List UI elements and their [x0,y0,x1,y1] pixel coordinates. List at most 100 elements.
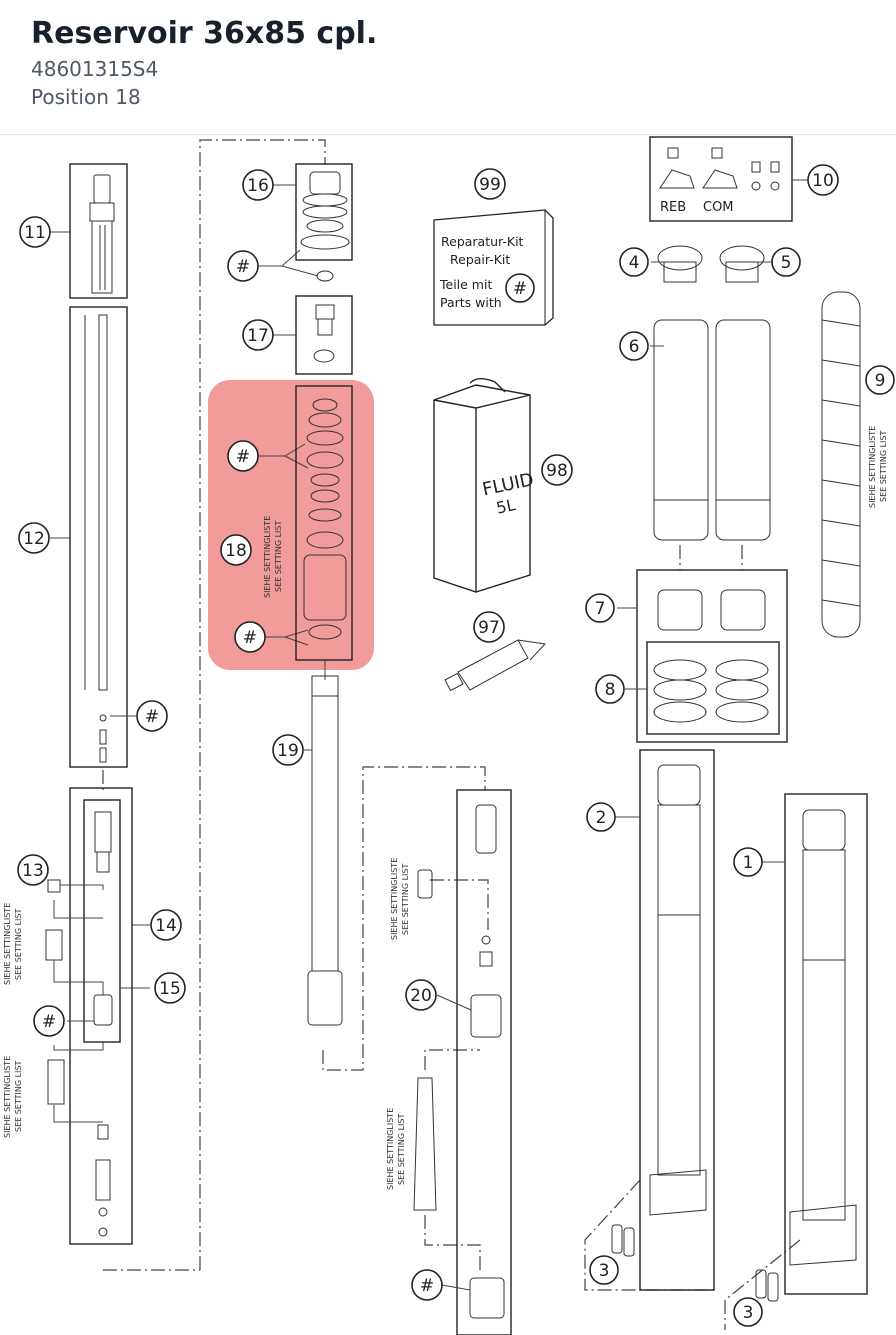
svg-text:5: 5 [781,253,792,273]
callout-hash-2[interactable]: # [227,440,259,472]
setting-note-en-9: SEE SETTING LIST [879,431,888,502]
callout-7[interactable]: 7 [585,593,615,623]
base-valve-20 [413,804,505,1319]
svg-text:7: 7 [595,599,606,619]
kit-line-2: Repair-Kit [450,252,510,267]
kit-hash-callout: # [505,273,535,303]
callout-hash-4[interactable]: # [136,700,168,732]
callout-13[interactable]: 13 [17,854,49,886]
callout-3b[interactable]: 3 [733,1297,763,1327]
callout-hash-5[interactable]: # [33,1005,65,1037]
outer-tubes-6 [653,319,771,541]
page-header: Reservoir 36x85 cpl. 48601315S4 Position… [0,0,896,135]
setting-note-de-13: SIEHE SETTINGLISTE [3,903,12,985]
setting-note-de-20a: SIEHE SETTINGLISTE [390,858,399,940]
callout-18[interactable]: 18 [220,534,252,566]
svg-text:2: 2 [596,808,607,828]
top-cap-16 [300,171,350,282]
callout-12[interactable]: 12 [18,522,50,554]
callout-99[interactable]: 99 [474,168,506,200]
svg-text:99: 99 [479,175,501,195]
callout-3a[interactable]: 3 [589,1255,619,1285]
inner-tube-2 [611,764,707,1257]
svg-text:8: 8 [605,680,616,700]
svg-text:14: 14 [155,916,177,936]
svg-text:11: 11 [24,223,46,243]
svg-text:1: 1 [743,853,754,873]
svg-text:#: # [236,447,250,467]
fork-tube-19 [307,675,343,1026]
setting-note-de-15: SIEHE SETTINGLISTE [3,1056,12,1138]
callout-8[interactable]: 8 [595,674,625,704]
svg-text:97: 97 [478,618,500,638]
svg-text:3: 3 [599,1261,610,1281]
kit-line-4: Parts with [440,295,502,310]
callout-5[interactable]: 5 [771,247,801,277]
svg-text:19: 19 [277,741,299,761]
svg-text:#: # [420,1276,434,1296]
svg-text:4: 4 [629,253,640,273]
setting-note-en-15: SEE SETTING LIST [14,1061,23,1132]
callout-9[interactable]: 9 [865,365,895,395]
callout-98[interactable]: 98 [541,454,573,486]
svg-text:#: # [513,279,527,299]
svg-text:9: 9 [875,371,886,391]
callout-17[interactable]: 17 [242,319,274,351]
label-com: COM [703,200,734,215]
callout-97[interactable]: 97 [473,611,505,643]
callout-hash-1[interactable]: # [227,250,259,282]
reservoir-18 [303,398,347,640]
setting-note-en-13: SEE SETTING LIST [14,909,23,980]
part-position: Position 18 [31,85,141,109]
kit-line-1: Reparatur-Kit [441,234,524,249]
callout-4[interactable]: 4 [619,247,649,277]
setting-note-de-20b: SIEHE SETTINGLISTE [386,1108,395,1190]
adjusters-10 [659,147,780,191]
part-title: Reservoir 36x85 cpl. [31,16,378,51]
callout-16[interactable]: 16 [242,169,274,201]
setting-note-en-20b: SEE SETTING LIST [397,1114,406,1185]
kit-line-3: Teile mit [439,277,492,292]
svg-text:10: 10 [812,171,834,191]
setting-note-en-18: SEE SETTING LIST [274,521,283,592]
label-reb: REB [660,200,686,215]
callout-19[interactable]: 19 [272,734,304,766]
grease-tube [444,639,547,692]
fork-spring-9 [821,291,861,638]
svg-text:13: 13 [22,861,44,881]
setting-note-de-18: SIEHE SETTINGLISTE [263,516,272,598]
fluid-can [433,378,531,593]
svg-text:6: 6 [629,337,640,357]
callout-20[interactable]: 20 [405,979,437,1011]
damper-rods-12 [84,314,108,763]
callout-1[interactable]: 1 [733,847,763,877]
assembly-lines [102,139,801,1330]
callout-15[interactable]: 15 [154,972,186,1004]
callout-11[interactable]: 11 [19,216,51,248]
callout-hash-6[interactable]: # [411,1269,443,1301]
part-number: 48601315S4 [31,57,159,81]
inner-tube-1 [755,809,857,1302]
svg-text:15: 15 [159,979,181,999]
svg-text:#: # [42,1012,56,1032]
cap-part-11 [89,174,115,294]
svg-text:98: 98 [546,461,568,481]
svg-text:18: 18 [225,541,247,561]
setting-note-en-20a: SEE SETTING LIST [401,864,410,935]
callout-14[interactable]: 14 [150,909,182,941]
callout-hash-3[interactable]: # [234,621,266,653]
svg-text:12: 12 [23,529,45,549]
svg-text:17: 17 [247,326,269,346]
callout-10[interactable]: 10 [807,164,839,196]
svg-text:#: # [236,257,250,277]
callout-6[interactable]: 6 [619,331,649,361]
svg-text:3: 3 [743,1303,754,1323]
svg-text:#: # [243,628,257,648]
svg-text:#: # [145,707,159,727]
svg-text:16: 16 [247,176,269,196]
callout-2[interactable]: 2 [586,802,616,832]
cartridge-parts-14-15 [45,811,113,1237]
bushings-7-8 [653,589,769,723]
can-label-5l: 5L [495,495,518,518]
